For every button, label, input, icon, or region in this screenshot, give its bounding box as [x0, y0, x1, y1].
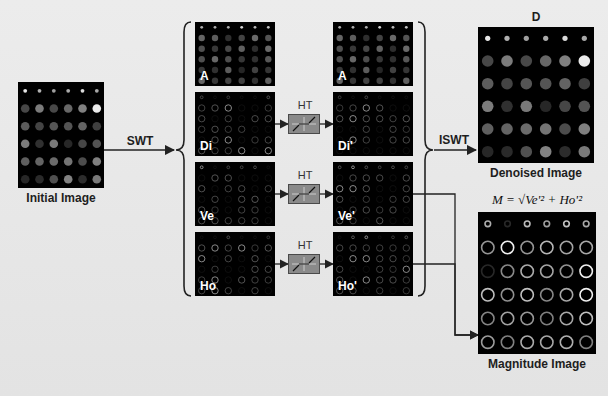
connector-arrow — [320, 193, 333, 194]
magnitude-image: M = √Ve'² + Ho'²Magnitude Image — [478, 212, 596, 354]
spot-array-image — [18, 82, 104, 188]
connector-arrow — [320, 123, 333, 124]
threshold-box: HT — [288, 114, 320, 134]
transform-label: SWT — [127, 134, 154, 148]
connector-arrow — [320, 263, 333, 264]
connector-arrow — [413, 194, 478, 335]
diagonal-image: Di — [195, 92, 275, 156]
subband-label: Ho — [200, 279, 216, 293]
swt-arrow — [104, 149, 174, 151]
approx-image: A — [333, 22, 413, 86]
horizontal-image: Ho' — [333, 232, 413, 296]
threshold-box: HT — [288, 184, 320, 204]
transform-label: ISWT — [439, 133, 469, 147]
subband-label: Di' — [338, 139, 353, 153]
hard-threshold-symbol — [289, 185, 319, 203]
subband-label: Ve' — [338, 209, 355, 223]
operation-label: HT — [298, 99, 313, 112]
vertical-image: Ve — [195, 162, 275, 226]
left-brace — [176, 22, 191, 296]
diagonal-image: Di' — [333, 92, 413, 156]
subband-label: A — [200, 69, 209, 83]
connector-arrow — [413, 264, 478, 335]
approx-image: A — [195, 22, 275, 86]
connector-arrow — [275, 123, 288, 124]
image-label: D — [532, 10, 541, 24]
hard-threshold-symbol — [289, 115, 319, 133]
image-label: Initial Image — [26, 191, 95, 205]
subband-label: Di — [200, 139, 212, 153]
image-label: Denoised Image — [490, 166, 582, 180]
horizontal-image: Ho — [195, 232, 275, 296]
subband-label: Ho' — [338, 279, 357, 293]
initial-image: Initial Image — [18, 82, 104, 188]
connector-arrow — [275, 263, 288, 264]
denoised-image: DDenoised Image — [478, 27, 594, 163]
vertical-image: Ve' — [333, 162, 413, 226]
operation-label: HT — [298, 169, 313, 182]
operation-label: HT — [298, 239, 313, 252]
formula-label: M = √Ve'² + Ho'² — [492, 192, 582, 208]
image-label: Magnitude Image — [488, 357, 586, 371]
subband-label: A — [338, 69, 347, 83]
right-brace — [418, 22, 433, 296]
hard-threshold-symbol — [289, 255, 319, 273]
spot-array-image — [478, 212, 596, 354]
threshold-box: HT — [288, 254, 320, 274]
spot-array-image — [478, 27, 594, 163]
iswt-arrow — [434, 149, 476, 151]
subband-label: Ve — [200, 209, 214, 223]
connector-arrow — [275, 193, 288, 194]
